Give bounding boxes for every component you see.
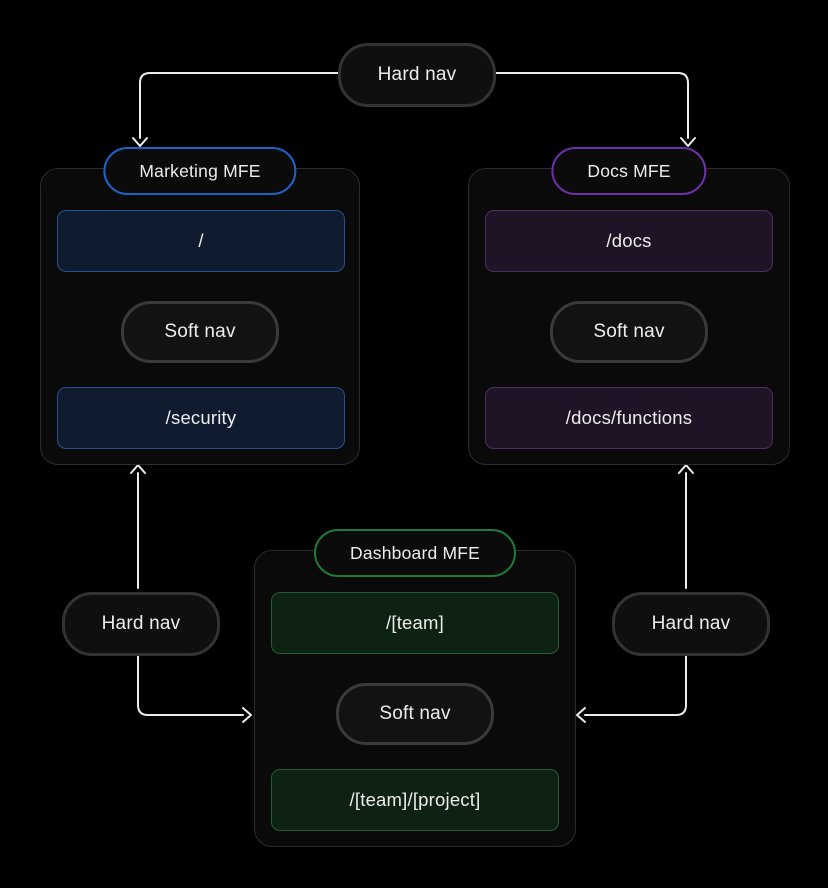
mfe-marketing-title: Marketing MFE bbox=[139, 160, 261, 181]
soft-nav-docs-label: Soft nav bbox=[593, 321, 665, 342]
arrowhead-down-marketing bbox=[132, 137, 148, 147]
soft-nav-pill-dashboard: Soft nav bbox=[336, 683, 494, 745]
hard-nav-left-label: Hard nav bbox=[101, 613, 181, 634]
mfe-marketing: Marketing MFE / Soft nav /security bbox=[40, 147, 360, 465]
mfe-dashboard-title-pill: Dashboard MFE bbox=[313, 529, 517, 577]
hard-nav-pill-right: Hard nav bbox=[612, 592, 770, 656]
route-docs-root: /docs bbox=[485, 210, 773, 272]
soft-nav-marketing-label: Soft nav bbox=[164, 321, 236, 342]
route-docs-functions-label: /docs/functions bbox=[565, 407, 693, 428]
hard-nav-top-label: Hard nav bbox=[377, 64, 457, 85]
soft-nav-pill-docs: Soft nav bbox=[550, 301, 708, 363]
mfe-marketing-title-pill: Marketing MFE bbox=[103, 147, 297, 195]
hard-nav-right-label: Hard nav bbox=[651, 613, 731, 634]
mfe-docs-title: Docs MFE bbox=[587, 160, 671, 181]
mfe-dashboard: Dashboard MFE /[team] Soft nav /[team]/[… bbox=[254, 529, 576, 847]
hard-nav-pill-top: Hard nav bbox=[338, 43, 496, 107]
arrow-hardnav-to-marketing bbox=[139, 72, 339, 139]
hard-nav-pill-left: Hard nav bbox=[62, 592, 220, 656]
route-dashboard-team-label: /[team] bbox=[386, 612, 444, 633]
mfe-dashboard-title: Dashboard MFE bbox=[349, 542, 481, 563]
route-marketing-root-label: / bbox=[198, 230, 204, 251]
route-docs-functions: /docs/functions bbox=[485, 387, 773, 449]
route-dashboard-project-label: /[team]/[project] bbox=[349, 789, 481, 810]
route-marketing-security-label: /security bbox=[165, 407, 237, 428]
arrowhead-down-docs bbox=[680, 137, 696, 147]
arrowhead-left-dashboard bbox=[576, 707, 586, 723]
route-marketing-root: / bbox=[57, 210, 345, 272]
arrowhead-up-left bbox=[130, 464, 146, 474]
soft-nav-dashboard-label: Soft nav bbox=[379, 703, 451, 724]
route-docs-root-label: /docs bbox=[606, 230, 652, 251]
arrow-lefthardnav-to-dashboard bbox=[137, 653, 244, 716]
arrow-righthardnav-to-dashboard bbox=[584, 653, 687, 716]
route-marketing-security: /security bbox=[57, 387, 345, 449]
arrow-hardnav-to-docs bbox=[489, 72, 689, 139]
mfe-docs-title-pill: Docs MFE bbox=[551, 147, 707, 195]
arrowhead-up-right bbox=[678, 464, 694, 474]
route-dashboard-project: /[team]/[project] bbox=[271, 769, 559, 831]
arrowhead-right-dashboard bbox=[242, 707, 252, 723]
soft-nav-pill-marketing: Soft nav bbox=[121, 301, 279, 363]
route-dashboard-team: /[team] bbox=[271, 592, 559, 654]
mfe-docs: Docs MFE /docs Soft nav /docs/functions bbox=[468, 147, 790, 465]
